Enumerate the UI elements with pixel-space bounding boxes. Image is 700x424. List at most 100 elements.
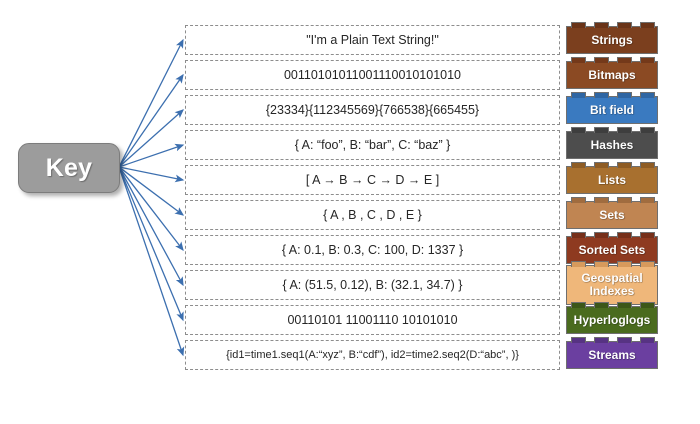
data-type-brick[interactable]: Geospatial Indexes xyxy=(566,261,658,305)
brick-stud xyxy=(617,92,632,98)
brick-studs xyxy=(571,337,655,343)
brick-studs xyxy=(571,261,655,267)
data-type-brick[interactable]: Bit field xyxy=(566,92,658,124)
key-to-value-arrow xyxy=(118,166,184,287)
brick-stud xyxy=(617,302,632,308)
brick-stud xyxy=(571,22,586,28)
value-text: [ A → B → C → D → E ] xyxy=(305,172,440,187)
value-row[interactable]: { A: (51.5, 0.12), B: (32.1, 34.7) } xyxy=(185,270,560,300)
value-text: "I'm a Plain Text String!" xyxy=(306,32,439,47)
brick-stud xyxy=(594,197,609,203)
brick-stud xyxy=(571,232,586,238)
brick-studs xyxy=(571,127,655,133)
data-type-brick[interactable]: Bitmaps xyxy=(566,57,658,89)
value-row[interactable]: 00110101011001110010101010 xyxy=(185,60,560,90)
data-type-brick[interactable]: Sorted Sets xyxy=(566,232,658,264)
value-text: 00110101 11001110 10101010 xyxy=(287,312,458,327)
brick-stud xyxy=(617,197,632,203)
brick-stud xyxy=(640,57,655,63)
brick-stud xyxy=(640,92,655,98)
value-row[interactable]: [ A → B → C → D → E ] xyxy=(185,165,560,195)
value-text: { A: (51.5, 0.12), B: (32.1, 34.7) } xyxy=(282,277,463,292)
value-row[interactable]: {23334}{112345569}{766538}{665455} xyxy=(185,95,560,125)
brick-stud xyxy=(640,337,655,343)
brick-stud xyxy=(617,22,632,28)
brick-stud xyxy=(594,162,609,168)
data-type-brick[interactable]: Strings xyxy=(566,22,658,54)
data-type-label: Geospatial Indexes xyxy=(581,271,643,298)
brick-stud xyxy=(617,261,632,267)
value-row[interactable]: { A , B , C , D , E } xyxy=(185,200,560,230)
value-text: { A: 0.1, B: 0.3, C: 100, D: 1337 } xyxy=(281,242,464,257)
brick-stud xyxy=(640,162,655,168)
value-text: 00110101011001110010101010 xyxy=(283,67,462,82)
value-text: { A: “foo”, B: “bar”, C: “baz” } xyxy=(294,137,451,152)
data-type-label: Strings xyxy=(591,32,633,47)
data-type-brick[interactable]: Streams xyxy=(566,337,658,369)
data-type-brick[interactable]: Lists xyxy=(566,162,658,194)
brick-stud xyxy=(594,57,609,63)
brick-studs xyxy=(571,162,655,168)
brick-stud xyxy=(571,337,586,343)
value-row[interactable]: {id1=time1.seq1(A:“xyz”, B:“cdf”), id2=t… xyxy=(185,340,560,370)
brick-stud xyxy=(617,337,632,343)
brick-studs xyxy=(571,197,655,203)
key-node-label: Key xyxy=(45,153,93,182)
brick-stud xyxy=(594,92,609,98)
data-type-label: Bit field xyxy=(590,102,634,117)
brick-stud xyxy=(640,232,655,238)
brick-studs xyxy=(571,22,655,28)
brick-stud xyxy=(594,22,609,28)
key-to-value-arrow xyxy=(118,109,184,168)
key-to-value-arrow xyxy=(118,166,184,322)
value-row[interactable]: { A: 0.1, B: 0.3, C: 100, D: 1337 } xyxy=(185,235,560,265)
brick-stud xyxy=(617,57,632,63)
brick-stud xyxy=(571,302,586,308)
brick-stud xyxy=(640,197,655,203)
key-to-value-arrow xyxy=(118,166,184,252)
value-row[interactable]: 00110101 11001110 10101010 xyxy=(185,305,560,335)
brick-studs xyxy=(571,92,655,98)
data-type-brick[interactable]: Sets xyxy=(566,197,658,229)
data-type-brick[interactable]: Hashes xyxy=(566,127,658,159)
brick-stud xyxy=(571,127,586,133)
brick-stud xyxy=(594,302,609,308)
brick-stud xyxy=(594,337,609,343)
brick-stud xyxy=(617,127,632,133)
value-text: {id1=time1.seq1(A:“xyz”, B:“cdf”), id2=t… xyxy=(226,348,519,361)
brick-stud xyxy=(571,261,586,267)
value-text: {23334}{112345569}{766538}{665455} xyxy=(265,102,480,117)
data-type-brick[interactable]: Hyperloglogs xyxy=(566,302,658,334)
value-row[interactable]: "I'm a Plain Text String!" xyxy=(185,25,560,55)
brick-stud xyxy=(571,197,586,203)
key-to-value-arrow xyxy=(118,143,185,168)
brick-studs xyxy=(571,302,655,308)
data-type-label: Hashes xyxy=(590,137,634,152)
brick-stud xyxy=(640,261,655,267)
key-to-value-arrow xyxy=(118,73,184,168)
key-to-value-arrow xyxy=(118,166,185,216)
brick-studs xyxy=(571,232,655,238)
value-row[interactable]: { A: “foo”, B: “bar”, C: “baz” } xyxy=(185,130,560,160)
brick-stud xyxy=(617,232,632,238)
brick-stud xyxy=(640,302,655,308)
data-type-label: Sorted Sets xyxy=(578,242,646,257)
brick-studs xyxy=(571,57,655,63)
data-type-label: Hyperloglogs xyxy=(573,312,651,327)
data-type-label: Sets xyxy=(599,207,625,222)
key-node[interactable]: Key xyxy=(18,143,120,193)
data-type-label: Streams xyxy=(588,347,636,362)
brick-stud xyxy=(571,57,586,63)
brick-stud xyxy=(571,92,586,98)
key-to-value-arrow xyxy=(118,166,185,183)
key-to-value-arrow xyxy=(118,166,185,357)
brick-stud xyxy=(617,162,632,168)
brick-stud xyxy=(640,22,655,28)
data-type-label: Lists xyxy=(597,172,626,187)
value-text: { A , B , C , D , E } xyxy=(323,207,422,222)
key-to-value-arrow xyxy=(118,38,184,168)
data-type-label: Bitmaps xyxy=(588,67,636,82)
brick-stud xyxy=(640,127,655,133)
brick-stud xyxy=(594,127,609,133)
